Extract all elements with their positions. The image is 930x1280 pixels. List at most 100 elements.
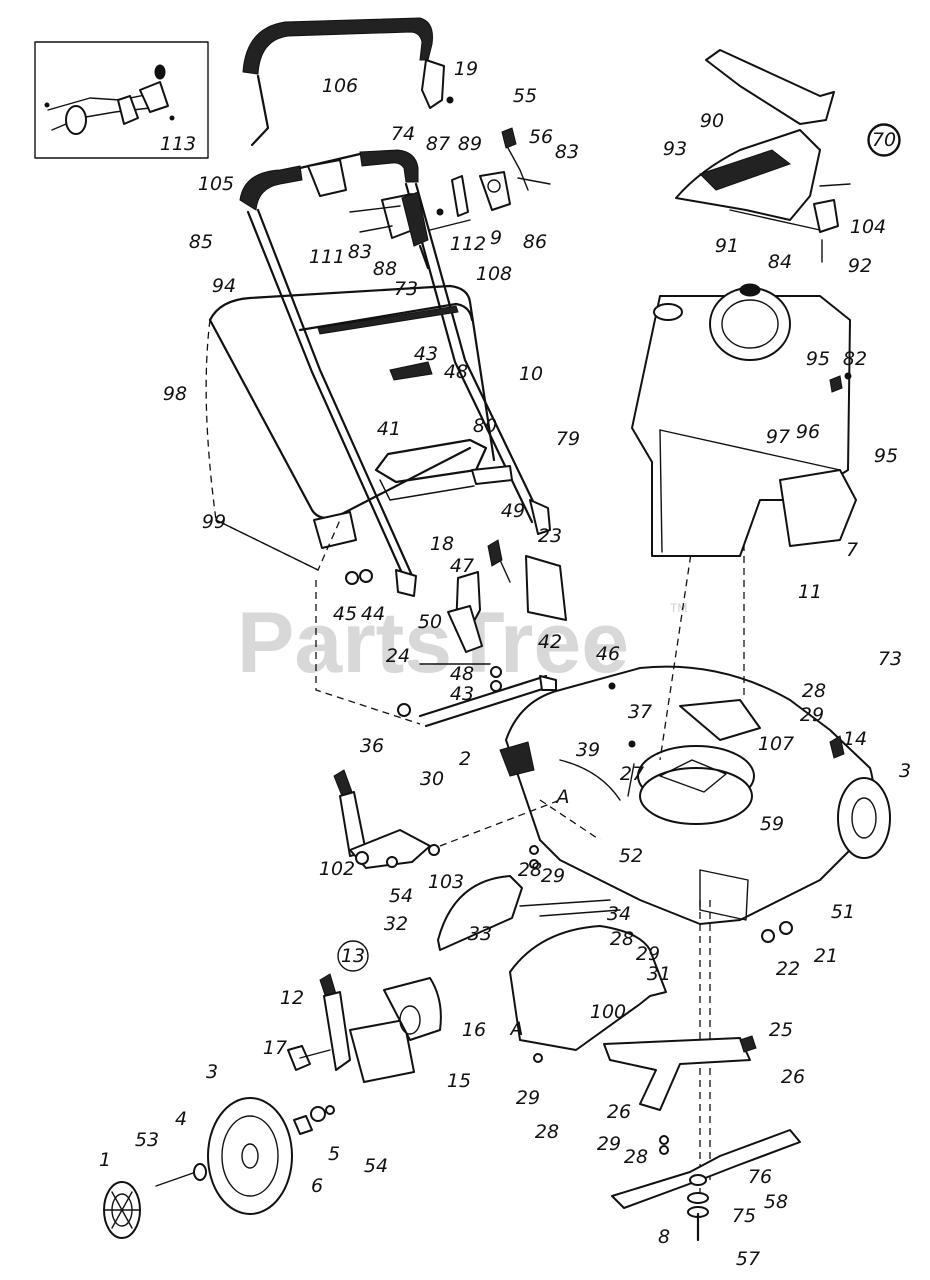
part-callout-p74: 74	[391, 123, 415, 145]
grass-bag	[205, 284, 513, 571]
part-callout-p47: 47	[450, 555, 474, 577]
part-callout-p16: 16	[462, 1019, 486, 1041]
part-callout-p5: 5	[328, 1143, 340, 1165]
part-callout-p102: 102	[319, 858, 355, 880]
part-callout-p73b: 73	[878, 648, 902, 670]
part-callout-p76: 76	[748, 1166, 772, 1188]
part-callout-p49: 49	[501, 500, 525, 522]
mid-brackets	[315, 539, 567, 728]
part-callout-p18: 18	[430, 533, 454, 555]
part-callout-p98: 98	[163, 383, 187, 405]
callout-circle-p13	[337, 940, 369, 972]
part-callout-p55: 55	[513, 85, 537, 107]
part-callout-p82: 82	[843, 348, 867, 370]
part-callout-p3b: 3	[206, 1061, 218, 1083]
part-callout-p48b: 48	[450, 663, 474, 685]
mower-deck	[499, 665, 891, 943]
part-callout-p30: 30	[420, 768, 444, 790]
part-callout-p43a: 43	[414, 343, 438, 365]
part-callout-p70: 70	[872, 129, 896, 151]
part-callout-p45: 45	[333, 603, 357, 625]
part-callout-p4: 4	[175, 1108, 187, 1130]
detail-70	[675, 49, 901, 263]
part-callout-p23: 23	[538, 525, 562, 547]
part-callout-pA2: A	[509, 1018, 524, 1040]
front-wheel	[103, 1097, 335, 1239]
part-callout-p21: 21	[814, 945, 838, 967]
part-callout-p26b: 26	[607, 1101, 631, 1123]
controls-upper	[349, 127, 551, 270]
part-callout-p94: 94	[212, 275, 236, 297]
part-callout-p95b: 95	[874, 445, 898, 467]
part-callout-p50: 50	[418, 611, 442, 633]
part-callout-p26a: 26	[781, 1066, 805, 1088]
part-callout-p73a: 73	[394, 278, 418, 300]
part-callout-p51: 51	[831, 901, 855, 923]
part-callout-p39: 39	[576, 739, 600, 761]
part-callout-p103: 103	[428, 871, 464, 893]
part-callout-p33: 33	[468, 923, 492, 945]
part-callout-p97: 97	[766, 426, 790, 448]
watermark-trademark: TM	[670, 601, 687, 615]
part-callout-p113: 113	[160, 133, 196, 155]
part-callout-p12: 12	[280, 987, 304, 1009]
part-callout-p99: 99	[202, 511, 226, 533]
part-callout-p54a: 54	[389, 885, 413, 907]
part-callout-p29d: 29	[516, 1087, 540, 1109]
part-callout-p17: 17	[263, 1037, 287, 1059]
part-callout-pA1: A	[555, 786, 570, 808]
callout-circle-p70	[868, 124, 900, 156]
part-callout-p36: 36	[360, 735, 384, 757]
part-callout-p7: 7	[846, 539, 858, 561]
part-callout-p87: 87	[426, 133, 450, 155]
part-callout-p107: 107	[758, 733, 794, 755]
part-callout-p32: 32	[384, 913, 408, 935]
part-callout-p88: 88	[373, 258, 397, 280]
part-callout-p86: 86	[523, 231, 547, 253]
part-callout-p29b: 29	[541, 865, 565, 887]
part-callout-p27: 27	[620, 763, 644, 785]
part-callout-p3a: 3	[899, 760, 911, 782]
watermark-text: PartsTree	[237, 595, 629, 691]
blade-assembly	[533, 1035, 801, 1242]
part-callout-p29c: 29	[636, 943, 660, 965]
part-callout-p10: 10	[519, 363, 543, 385]
part-callout-p11: 11	[798, 581, 822, 603]
part-callout-p59: 59	[760, 813, 784, 835]
part-callout-p85: 85	[189, 231, 213, 253]
part-callout-p9: 9	[490, 227, 502, 249]
part-callout-p100: 100	[590, 1001, 626, 1023]
part-callout-p53: 53	[135, 1129, 159, 1151]
part-callout-p37: 37	[628, 701, 652, 723]
height-lever-front	[333, 769, 440, 869]
part-callout-p89: 89	[458, 133, 482, 155]
part-callout-p112: 112	[450, 233, 486, 255]
part-callout-p6: 6	[311, 1175, 323, 1197]
part-callout-p106: 106	[322, 75, 358, 97]
part-callout-p42: 42	[538, 631, 562, 653]
part-callout-p43b: 43	[450, 683, 474, 705]
part-callout-p104: 104	[850, 216, 886, 238]
part-callout-p29e: 29	[597, 1133, 621, 1155]
part-callout-p83b: 83	[348, 241, 372, 263]
part-callout-p28b: 28	[518, 859, 542, 881]
upper-handle	[242, 17, 454, 147]
part-callout-p52: 52	[619, 845, 643, 867]
part-callout-p93: 93	[663, 138, 687, 160]
part-callout-p19: 19	[454, 58, 478, 80]
rear-wheel-assembly	[287, 973, 442, 1083]
part-callout-p44: 44	[361, 603, 385, 625]
part-callout-p96: 96	[796, 421, 820, 443]
part-callout-p105: 105	[198, 173, 234, 195]
part-callout-p24: 24	[386, 645, 410, 667]
part-callout-p79: 79	[556, 428, 580, 450]
part-callout-p1: 1	[99, 1149, 111, 1171]
part-callout-p91: 91	[715, 235, 739, 257]
discharge-chute	[437, 845, 667, 1051]
part-callout-p28c: 28	[610, 928, 634, 950]
part-callout-p29a: 29	[800, 704, 824, 726]
part-callout-p14: 14	[843, 728, 867, 750]
